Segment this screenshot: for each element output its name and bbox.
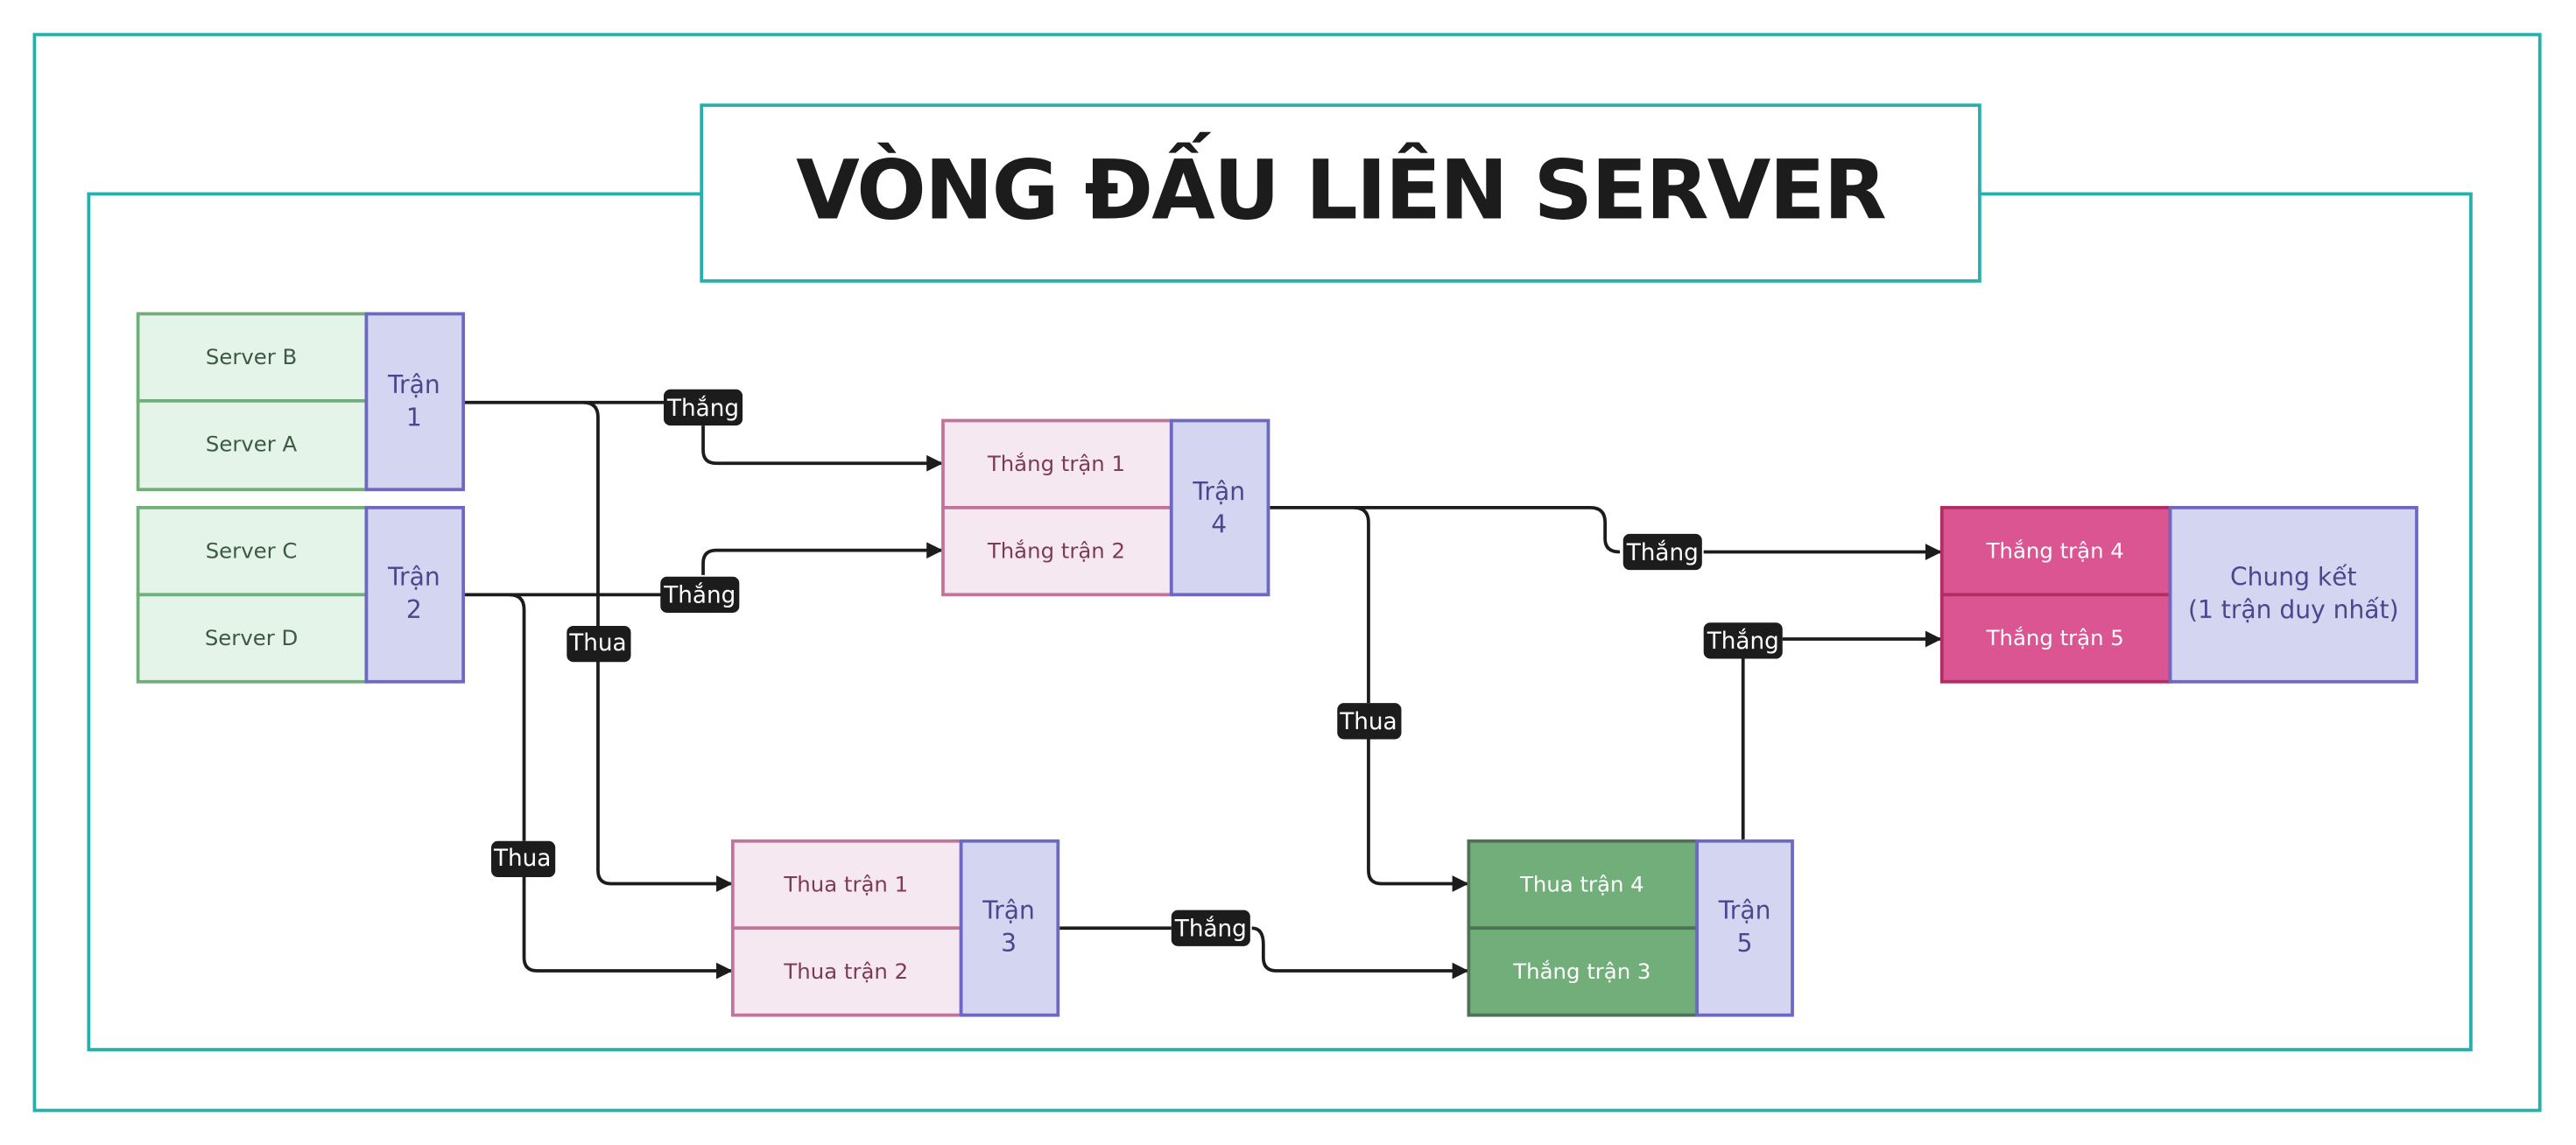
match-number: 2 <box>406 595 422 624</box>
match-5[interactable]: Thua trận 4 Thắng trận 3 Trận 5 <box>1467 839 1794 1017</box>
slot-winner-m2[interactable] <box>941 506 1173 597</box>
match-label: Trận <box>1192 477 1245 506</box>
edge-m4-lose-a <box>1353 506 1370 704</box>
final-match[interactable]: Thắng trận 4 Thắng trận 5 Chung kết (1 t… <box>1939 506 2418 684</box>
svg-text:Thua: Thua <box>568 630 626 657</box>
label-m3-win: Thắng <box>1171 910 1250 946</box>
svg-text:Thắng: Thắng <box>666 395 739 422</box>
edge-m4-win-a <box>1270 506 1621 554</box>
match-1[interactable]: Server B Server A Trận 1 <box>136 312 465 492</box>
edge-m1-lose-a <box>582 400 600 626</box>
slot-label: Server D <box>205 625 298 650</box>
slot-label: Thua trận 2 <box>783 959 908 984</box>
slot-label: Thua trận 4 <box>1519 871 1644 896</box>
edge-m2-win-b <box>701 542 943 575</box>
slot-label: Server A <box>206 432 298 457</box>
match-3[interactable]: Thua trận 1 Thua trận 2 Trận 3 <box>730 839 1060 1017</box>
edge-m1-lose-b <box>596 660 733 892</box>
match-label: Trận <box>982 896 1035 924</box>
svg-text:Thắng: Thắng <box>663 582 735 609</box>
svg-text:Thắng: Thắng <box>1174 916 1247 943</box>
match-label: Trận <box>1718 896 1771 924</box>
label-m4-win: Thắng <box>1622 533 1702 571</box>
slot-winner-m1[interactable] <box>941 418 1173 509</box>
match-4-label-box <box>1169 418 1270 597</box>
edge-m3-win-b <box>1251 926 1469 980</box>
match-number: 4 <box>1211 510 1227 539</box>
svg-text:Thắng: Thắng <box>1626 539 1699 566</box>
edge-m2-lose-b <box>522 875 733 980</box>
slot-server-c[interactable] <box>136 506 369 597</box>
svg-text:Thua: Thua <box>1339 709 1397 735</box>
slot-loser-m4[interactable] <box>1467 839 1700 931</box>
edge-m2-lose-a <box>509 593 526 841</box>
label-m1-lose: Thua <box>567 625 631 663</box>
outer-frame <box>32 32 2542 1113</box>
edge-labels: Thắng Thắng Thua Thua Thắng Thua Thắng <box>491 389 1783 946</box>
title-box <box>700 103 1981 283</box>
slot-server-b[interactable] <box>136 312 369 403</box>
label-m5-win: Thắng <box>1703 622 1783 659</box>
slot-label: Server B <box>206 344 297 369</box>
edges <box>464 400 1942 980</box>
match-2[interactable]: Server C Server D Trận 2 <box>136 506 465 684</box>
label-m2-win: Thắng <box>660 576 740 613</box>
label-m4-lose: Thua <box>1337 703 1402 740</box>
svg-text:Thua: Thua <box>493 846 551 872</box>
match-4[interactable]: Thắng trận 1 Thắng trận 2 Trận 4 <box>941 418 1270 597</box>
title-block: VÒNG ĐẤU LIÊN SERVER <box>700 103 1981 283</box>
match-2-label-box <box>364 506 465 684</box>
slot-server-d[interactable] <box>136 593 369 684</box>
slot-label: Thắng trận 3 <box>1512 959 1650 984</box>
match-label: Trận <box>387 370 440 399</box>
edge-m4-lose-b <box>1367 739 1469 892</box>
match-number: 5 <box>1737 929 1753 958</box>
slot-server-a[interactable] <box>136 399 369 492</box>
slot-label: Thắng trận 1 <box>987 451 1125 476</box>
slot-label: Thắng trận 2 <box>987 538 1125 564</box>
final-sublabel: (1 trận duy nhất) <box>2188 595 2399 624</box>
label-m1-win: Thắng <box>664 389 743 426</box>
slot-label: Thắng trận 5 <box>1986 625 2124 650</box>
match-1-label-box <box>364 312 465 492</box>
edge-m1-win-b <box>701 425 943 472</box>
match-number: 3 <box>1001 929 1017 958</box>
slot-label: Thua trận 1 <box>783 871 908 896</box>
page-title: VÒNG ĐẤU LIÊN SERVER <box>796 130 1886 238</box>
slot-label: Server C <box>206 538 298 564</box>
slot-winner-m5[interactable] <box>1939 593 2172 684</box>
match-5-label-box <box>1695 839 1794 1017</box>
label-m2-lose: Thua <box>491 840 556 878</box>
match-label: Trận <box>387 563 440 592</box>
final-label-box <box>2168 506 2418 684</box>
svg-text:Thắng: Thắng <box>1707 628 1779 655</box>
slot-label: Thắng trận 4 <box>1986 538 2124 564</box>
slot-winner-m3[interactable] <box>1467 926 1700 1017</box>
match-3-label-box <box>959 839 1060 1017</box>
match-number: 1 <box>406 404 422 432</box>
final-label: Chung kết <box>2230 563 2357 592</box>
